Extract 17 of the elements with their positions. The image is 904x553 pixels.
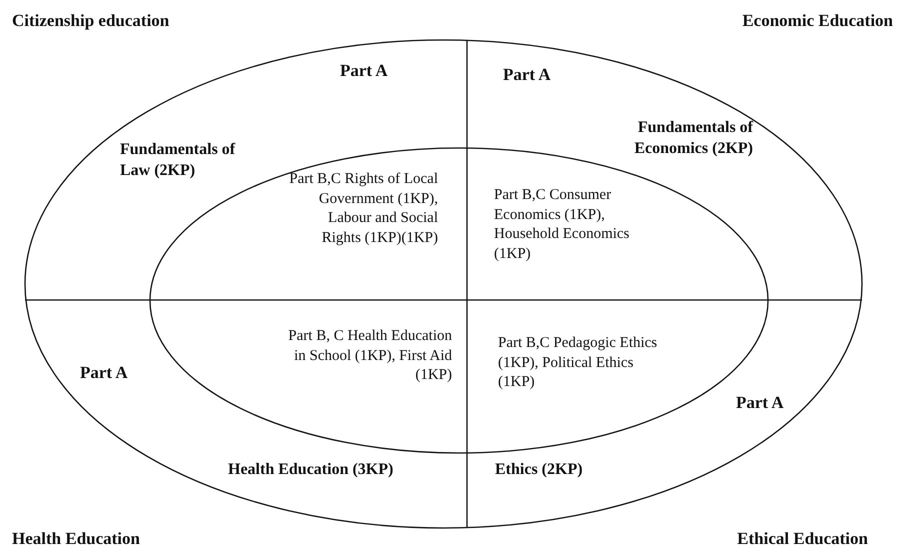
corner-title: Citizenship education [12, 10, 170, 32]
section-label: Part A [340, 60, 389, 82]
corner-title: Economic Education [742, 10, 893, 32]
course-text: Part B,C Consumer Economics (1KP), Household Economics (1KP) [494, 186, 630, 264]
section-label: Part A [736, 392, 785, 414]
corner-title: Health Education [12, 528, 140, 550]
section-label: Fundamentals of Law (2KP) [120, 140, 236, 181]
outer-ellipse [25, 40, 862, 528]
course-text: Part B,C Pedagogic Ethics (1KP), Political Ethics (1KP) [498, 334, 658, 392]
course-text: Part B,C Rights of Local Government (1KP), Labour and Social Rights (1KP)(1KP) [288, 170, 438, 248]
section-label: Part A [503, 64, 552, 86]
course-text: Part B, C Health Education in School (1KP), First Aid (1KP) [287, 327, 452, 385]
section-label: Ethics (2KP) [495, 460, 584, 480]
section-label: Health Education (3KP) [228, 460, 394, 480]
section-label: Part A [80, 362, 129, 384]
corner-title: Ethical Education [737, 528, 868, 550]
section-label: Fundamentals of Economics (2KP) [633, 118, 753, 159]
